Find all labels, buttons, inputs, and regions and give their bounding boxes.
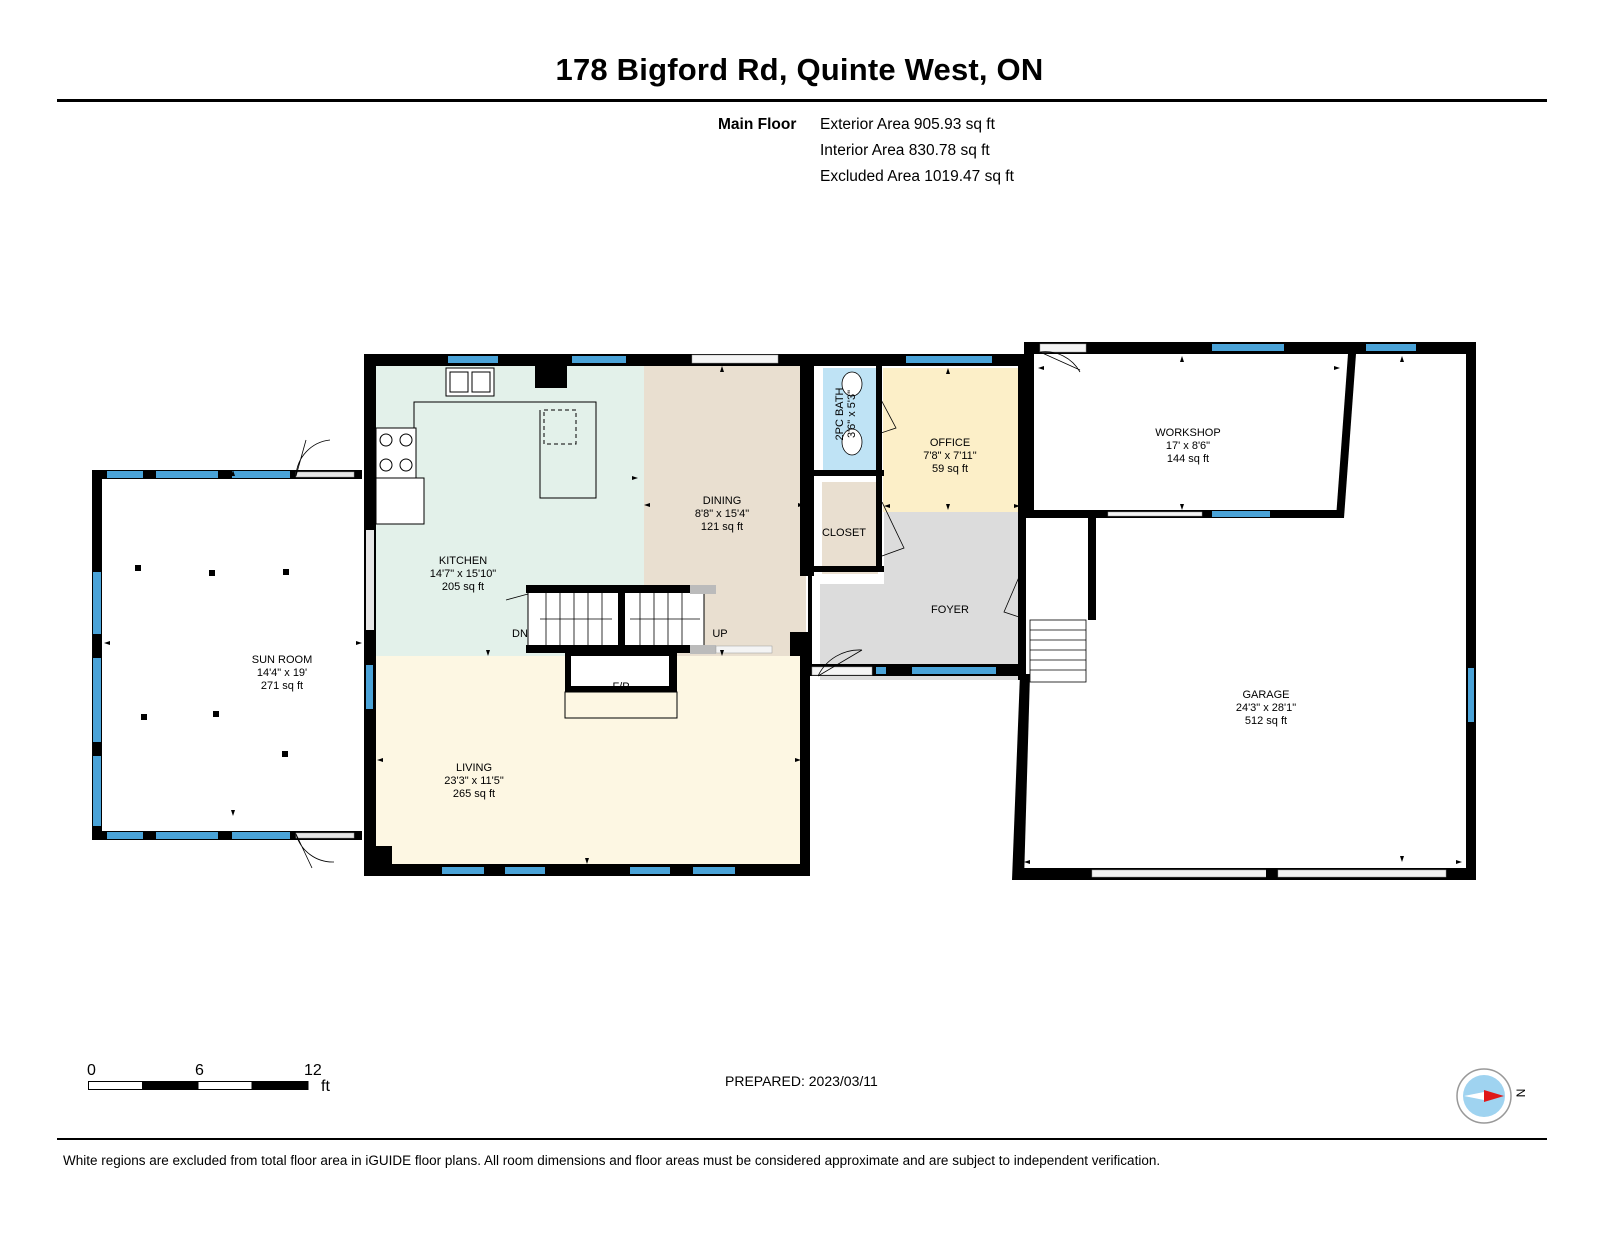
sun-room-name: SUN ROOM xyxy=(252,654,313,666)
workshop-name: WORKSHOP xyxy=(1155,427,1220,439)
compass-north-label: N xyxy=(1513,1088,1528,1098)
workshop-area-text: 144 sq ft xyxy=(1167,453,1209,465)
room-label-workshop: WORKSHOP 17' x 8'6" 144 sq ft xyxy=(1155,427,1220,465)
dining-dims: 8'8" x 15'4" xyxy=(695,508,749,520)
dining-name: DINING xyxy=(703,495,742,507)
scale-tick-6: 6 xyxy=(195,1062,204,1079)
disclaimer-text: White regions are excluded from total fl… xyxy=(63,1153,1161,1168)
workshop-dims: 17' x 8'6" xyxy=(1166,440,1210,452)
compass-icon xyxy=(1456,1068,1512,1124)
kitchen-dims: 14'7" x 15'10" xyxy=(430,568,497,580)
exterior-area: Exterior Area 905.93 sq ft xyxy=(820,116,995,133)
room-label-garage: GARAGE 24'3" x 28'1" 512 sq ft xyxy=(1236,689,1296,727)
staircase xyxy=(505,585,773,654)
dining-area-text: 121 sq ft xyxy=(701,521,743,533)
kitchen-name: KITCHEN xyxy=(439,555,487,567)
closet-name: CLOSET xyxy=(822,527,866,539)
sun-room-area: 271 sq ft xyxy=(261,680,303,692)
footer-rule xyxy=(57,1138,1547,1140)
room-label-living: LIVING 23'3" x 11'5" 265 sq ft xyxy=(444,762,504,800)
stairs-up-label: UP xyxy=(712,628,727,640)
dimension-markers xyxy=(104,356,1462,864)
foyer-area xyxy=(820,512,1021,680)
room-label-kitchen: KITCHEN 14'7" x 15'10" 205 sq ft xyxy=(430,555,497,593)
page-title: 178 Bigford Rd, Quinte West, ON xyxy=(555,52,1044,87)
garage-name: GARAGE xyxy=(1242,689,1289,701)
stairs-down-label: DN xyxy=(512,628,528,640)
prepared-date: PREPARED: 2023/03/11 xyxy=(725,1073,878,1089)
room-label-sun-room: SUN ROOM 14'4" x 19' 271 sq ft xyxy=(252,654,313,692)
office-dims: 7'8" x 7'11" xyxy=(923,450,976,462)
main-windows xyxy=(366,356,996,874)
garage-steps xyxy=(1029,619,1087,683)
scale-bar xyxy=(88,1081,309,1090)
bath-name: 2PC BATH xyxy=(834,387,846,440)
sun-room-windows xyxy=(93,471,290,839)
scale-tick-12: 12 xyxy=(304,1062,322,1079)
room-label-office: OFFICE 7'8" x 7'11" 59 sq ft xyxy=(923,437,976,475)
room-label-dining: DINING 8'8" x 15'4" 121 sq ft xyxy=(695,495,749,533)
office-area xyxy=(883,368,1021,512)
bath-fixtures xyxy=(841,371,863,456)
header-rule xyxy=(57,99,1547,102)
scale-unit: ft xyxy=(321,1078,330,1095)
closet-area xyxy=(822,482,878,574)
area-values: Exterior Area 905.93 sq ft Interior Area… xyxy=(820,112,1014,190)
scale-tick-0: 0 xyxy=(87,1062,96,1079)
room-label-bath: 2PC BATH 3'6" x 5'3" xyxy=(834,387,858,440)
excluded-area: Excluded Area 1019.47 sq ft xyxy=(820,168,1014,185)
floor-label: Main Floor xyxy=(718,116,797,133)
office-name: OFFICE xyxy=(930,437,970,449)
sun-room-walls xyxy=(92,470,362,840)
kitchen-area-text: 205 sq ft xyxy=(442,581,484,593)
sun-room-dims: 14'4" x 19' xyxy=(257,667,307,679)
fireplace xyxy=(564,652,678,719)
garage-area-text: 512 sq ft xyxy=(1245,715,1287,727)
fireplace-label: F/P xyxy=(612,681,629,693)
living-name: LIVING xyxy=(456,762,492,774)
garage-walls xyxy=(1012,342,1476,880)
bath-dims: 3'6" x 5'3" xyxy=(846,390,858,438)
garage-windows xyxy=(1212,344,1474,722)
sun-room-posts xyxy=(135,565,289,757)
interior-area: Interior Area 830.78 sq ft xyxy=(820,142,990,159)
living-dims: 23'3" x 11'5" xyxy=(444,775,504,787)
living-area-text: 265 sq ft xyxy=(453,788,495,800)
garage-dims: 24'3" x 28'1" xyxy=(1236,702,1296,714)
kitchen-fixtures xyxy=(375,367,597,525)
office-area-text: 59 sq ft xyxy=(932,463,968,475)
foyer-name: FOYER xyxy=(931,604,969,616)
